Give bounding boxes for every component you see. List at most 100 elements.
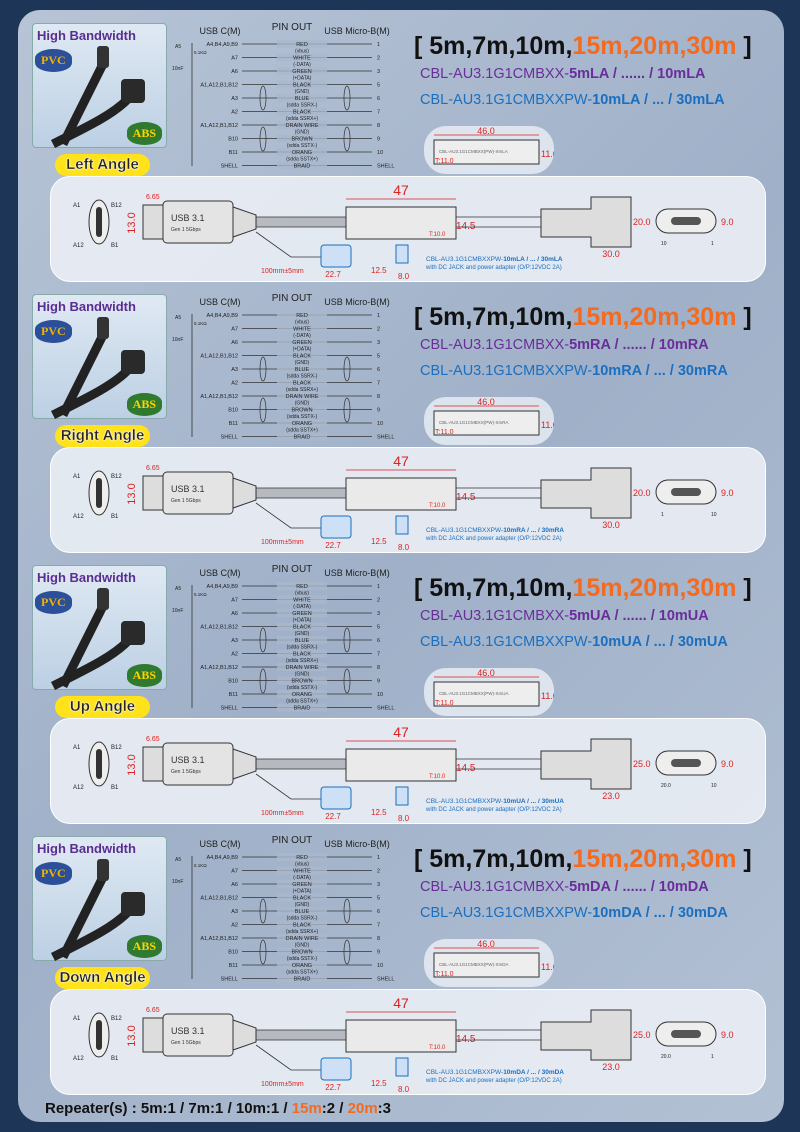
wire-signal: (-DATA) (293, 875, 311, 881)
wire-signal: (GND) (295, 89, 310, 95)
cable-photo-icon (50, 46, 145, 149)
wire-color: BLUE (295, 96, 310, 102)
pin-right: 2 (377, 56, 380, 62)
wire-signal: (GND) (295, 902, 310, 908)
pin-right: SHELL (377, 164, 394, 170)
wire-signal: (sdda SSTX+) (286, 970, 318, 976)
pin-a12: A12 (73, 514, 84, 520)
wire-signal: (-DATA) (293, 333, 311, 339)
wire-color: WHITE (293, 56, 311, 62)
wire-color: GREEN (292, 611, 312, 617)
dim-8-0: 8.0 (398, 272, 410, 281)
pin-right: 8 (377, 394, 380, 400)
pin-right: 1 (377, 42, 380, 48)
wire-color: BLACK (293, 381, 311, 387)
pin-right: 1 (377, 855, 380, 861)
caption-model: CBL-AU3.1G1CMBXXPW-10mDA / ... / 30mDA (426, 1069, 564, 1076)
box-label: CBL-AU3.1G1CMBXX(PW)-XmUA (439, 691, 509, 696)
part-range: 10mDA / ... / 30mDA (592, 905, 728, 921)
pin-left: A7 (231, 327, 238, 333)
wire-signal: (vbus) (295, 591, 309, 597)
pin-left: A1,A12,B1,B12 (200, 394, 238, 400)
wire-color: DRAIN WIRE (286, 394, 319, 400)
pin-left: A1,A12,B1,B12 (200, 123, 238, 129)
pin-right: 10 (377, 150, 383, 156)
caption-prefix: CBL-AU3.1G1CMBXXPW- (426, 798, 503, 805)
dim-box-length: 46.0 (477, 668, 495, 678)
usb-c-header: USB C(M) (200, 26, 241, 36)
pin-left: SHELL (221, 164, 238, 170)
pin-left: A2 (231, 923, 238, 929)
pin-right: 8 (377, 936, 380, 942)
pin-b12: B12 (111, 745, 122, 751)
wire-color: BRAID (294, 977, 311, 983)
pin-left: A1,A12,B1,B12 (200, 83, 238, 89)
pin-left: A6 (231, 882, 238, 888)
dim-box-length: 46.0 (477, 939, 495, 949)
pin-left: B10 (228, 950, 238, 956)
caption-range: 10mDA / ... / 30mDA (503, 1069, 564, 1076)
wire-color: GREEN (292, 69, 312, 75)
dim-t10: T:10.0 (429, 232, 446, 238)
pin-right: 2 (377, 869, 380, 875)
pin-b12: B12 (111, 474, 122, 480)
length-options: [ 5m,7m,10m,15m,20m,30m ] (414, 303, 752, 332)
usb-c-face (88, 1012, 110, 1058)
part-number-standard: CBL-AU3.1G1CMBXX-5mUA / ...... / 10mUA (420, 608, 709, 624)
pin-right: 5 (377, 354, 380, 360)
dim-t10: T:10.0 (429, 1045, 446, 1051)
product-image: High Bandwidth PVC ABS (32, 23, 167, 149)
dim-a: 23.0 (602, 1062, 620, 1072)
pin-left: A6 (231, 611, 238, 617)
pin-right: 10 (377, 692, 383, 698)
repeater-box-drawing: 46.0 CBL-AU3.1G1CMBXX(PW)-XmLA T:11.0 11… (424, 126, 558, 174)
dim-22-7: 22.7 (325, 812, 341, 821)
pin-right: 6 (377, 909, 380, 915)
pin-right: 1 (377, 313, 380, 319)
lengths-standard: [ 5m,7m,10m, (414, 574, 573, 602)
pin-right: SHELL (377, 977, 394, 983)
dim-13-0: 13.0 (126, 212, 138, 233)
footer-20m-count: :3 (377, 1100, 392, 1117)
dim-22-7: 22.7 (325, 270, 341, 279)
pvc-badge: PVC (35, 862, 72, 885)
pin-left: B11 (229, 963, 238, 969)
dim-47: 47 (393, 724, 409, 740)
wire-signal: (GND) (295, 360, 310, 366)
abs-badge: ABS (126, 935, 162, 958)
part-range: 5mUA / ...... / 10mUA (569, 608, 709, 624)
dim-12-5: 12.5 (371, 1079, 387, 1088)
box-label: CBL-AU3.1G1CMBXX(PW)-XmDA (439, 962, 509, 967)
wire-signal: (sdda SSRX+) (286, 658, 318, 664)
wire-signal: (sdda SSTX+) (286, 157, 318, 163)
a5-label: A5 (175, 315, 181, 321)
pinout-title: PIN OUT (272, 22, 313, 33)
dim-box-height: 11.0 (541, 691, 554, 701)
cable-photo-icon (50, 588, 145, 691)
box-label: CBL-AU3.1G1CMBXX(PW)-XmLA (439, 149, 508, 154)
dim-box-length: 46.0 (477, 397, 495, 407)
product-section-down-angle: High Bandwidth PVC ABS Down Angle PIN OU… (0, 831, 800, 1102)
usb-label: USB 3.1 (171, 755, 205, 765)
dim-8-0: 8.0 (398, 1085, 410, 1094)
dim-14-5: 14.5 (456, 492, 476, 503)
dim-a: 23.0 (602, 791, 620, 801)
pin-right: 6 (377, 367, 380, 373)
a5-label: A5 (175, 586, 181, 592)
wire-color: BLACK (293, 110, 311, 116)
pin-right: 1 (377, 584, 380, 590)
pin-left: A3 (231, 909, 238, 915)
pin-b1: B1 (111, 785, 119, 791)
wire-color: BROWN (291, 408, 312, 414)
angle-label: Right Angle (55, 425, 150, 447)
pin-a12: A12 (73, 785, 84, 791)
dim-47: 47 (393, 995, 409, 1011)
cap-label: 10nF (172, 66, 183, 72)
dim-c: 9.0 (721, 217, 734, 227)
pvc-badge: PVC (35, 49, 72, 72)
product-image: High Bandwidth PVC ABS (32, 836, 167, 962)
abs-badge: ABS (126, 664, 162, 687)
dim-12-5: 12.5 (371, 266, 387, 275)
